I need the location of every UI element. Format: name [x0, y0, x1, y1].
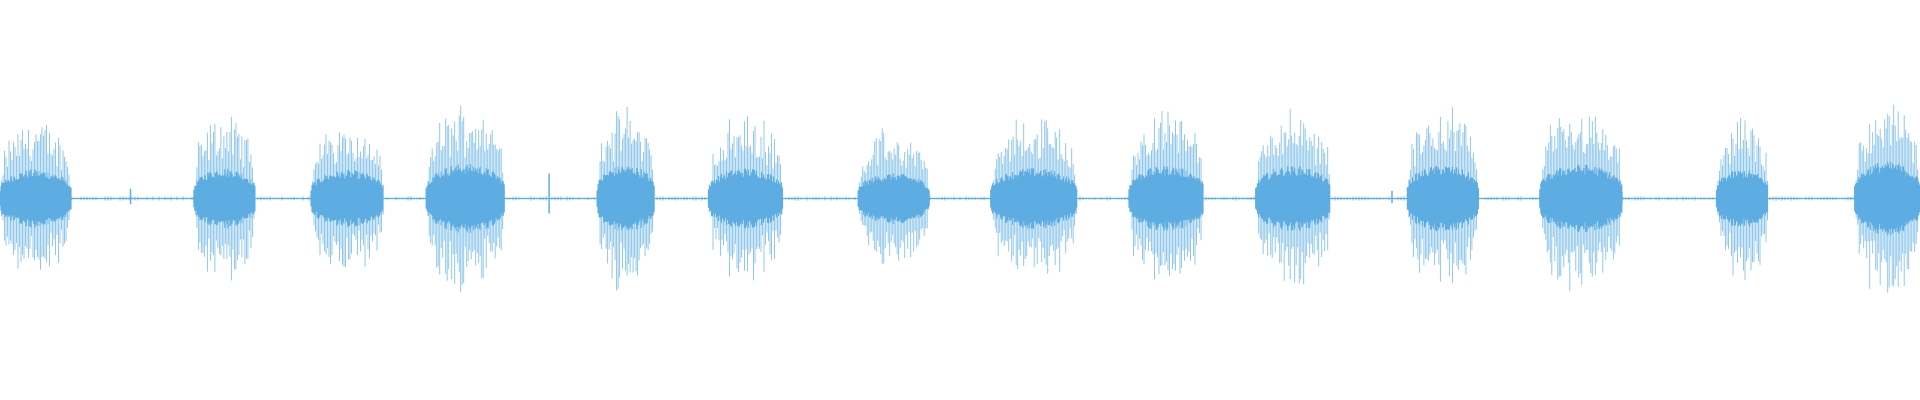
waveform-segment: [310, 132, 384, 267]
waveform-segment: [0, 125, 72, 270]
waveform-segment: [1539, 116, 1623, 292]
waveform-segment: [425, 105, 505, 293]
waveform-group: [0, 104, 1920, 293]
waveform-segment: [1715, 118, 1769, 280]
waveform-segment: [1255, 108, 1331, 285]
waveform-segment: [1128, 110, 1204, 280]
waveform-segment: [596, 106, 655, 291]
waveform-segment: [193, 116, 256, 281]
waveform-noise: [71, 196, 1855, 201]
waveform-segment: [857, 128, 930, 264]
waveform-segment: [707, 116, 784, 281]
waveform-segment: [1854, 104, 1920, 293]
waveform-segment: [990, 119, 1078, 274]
waveform-segment: [1406, 107, 1479, 283]
